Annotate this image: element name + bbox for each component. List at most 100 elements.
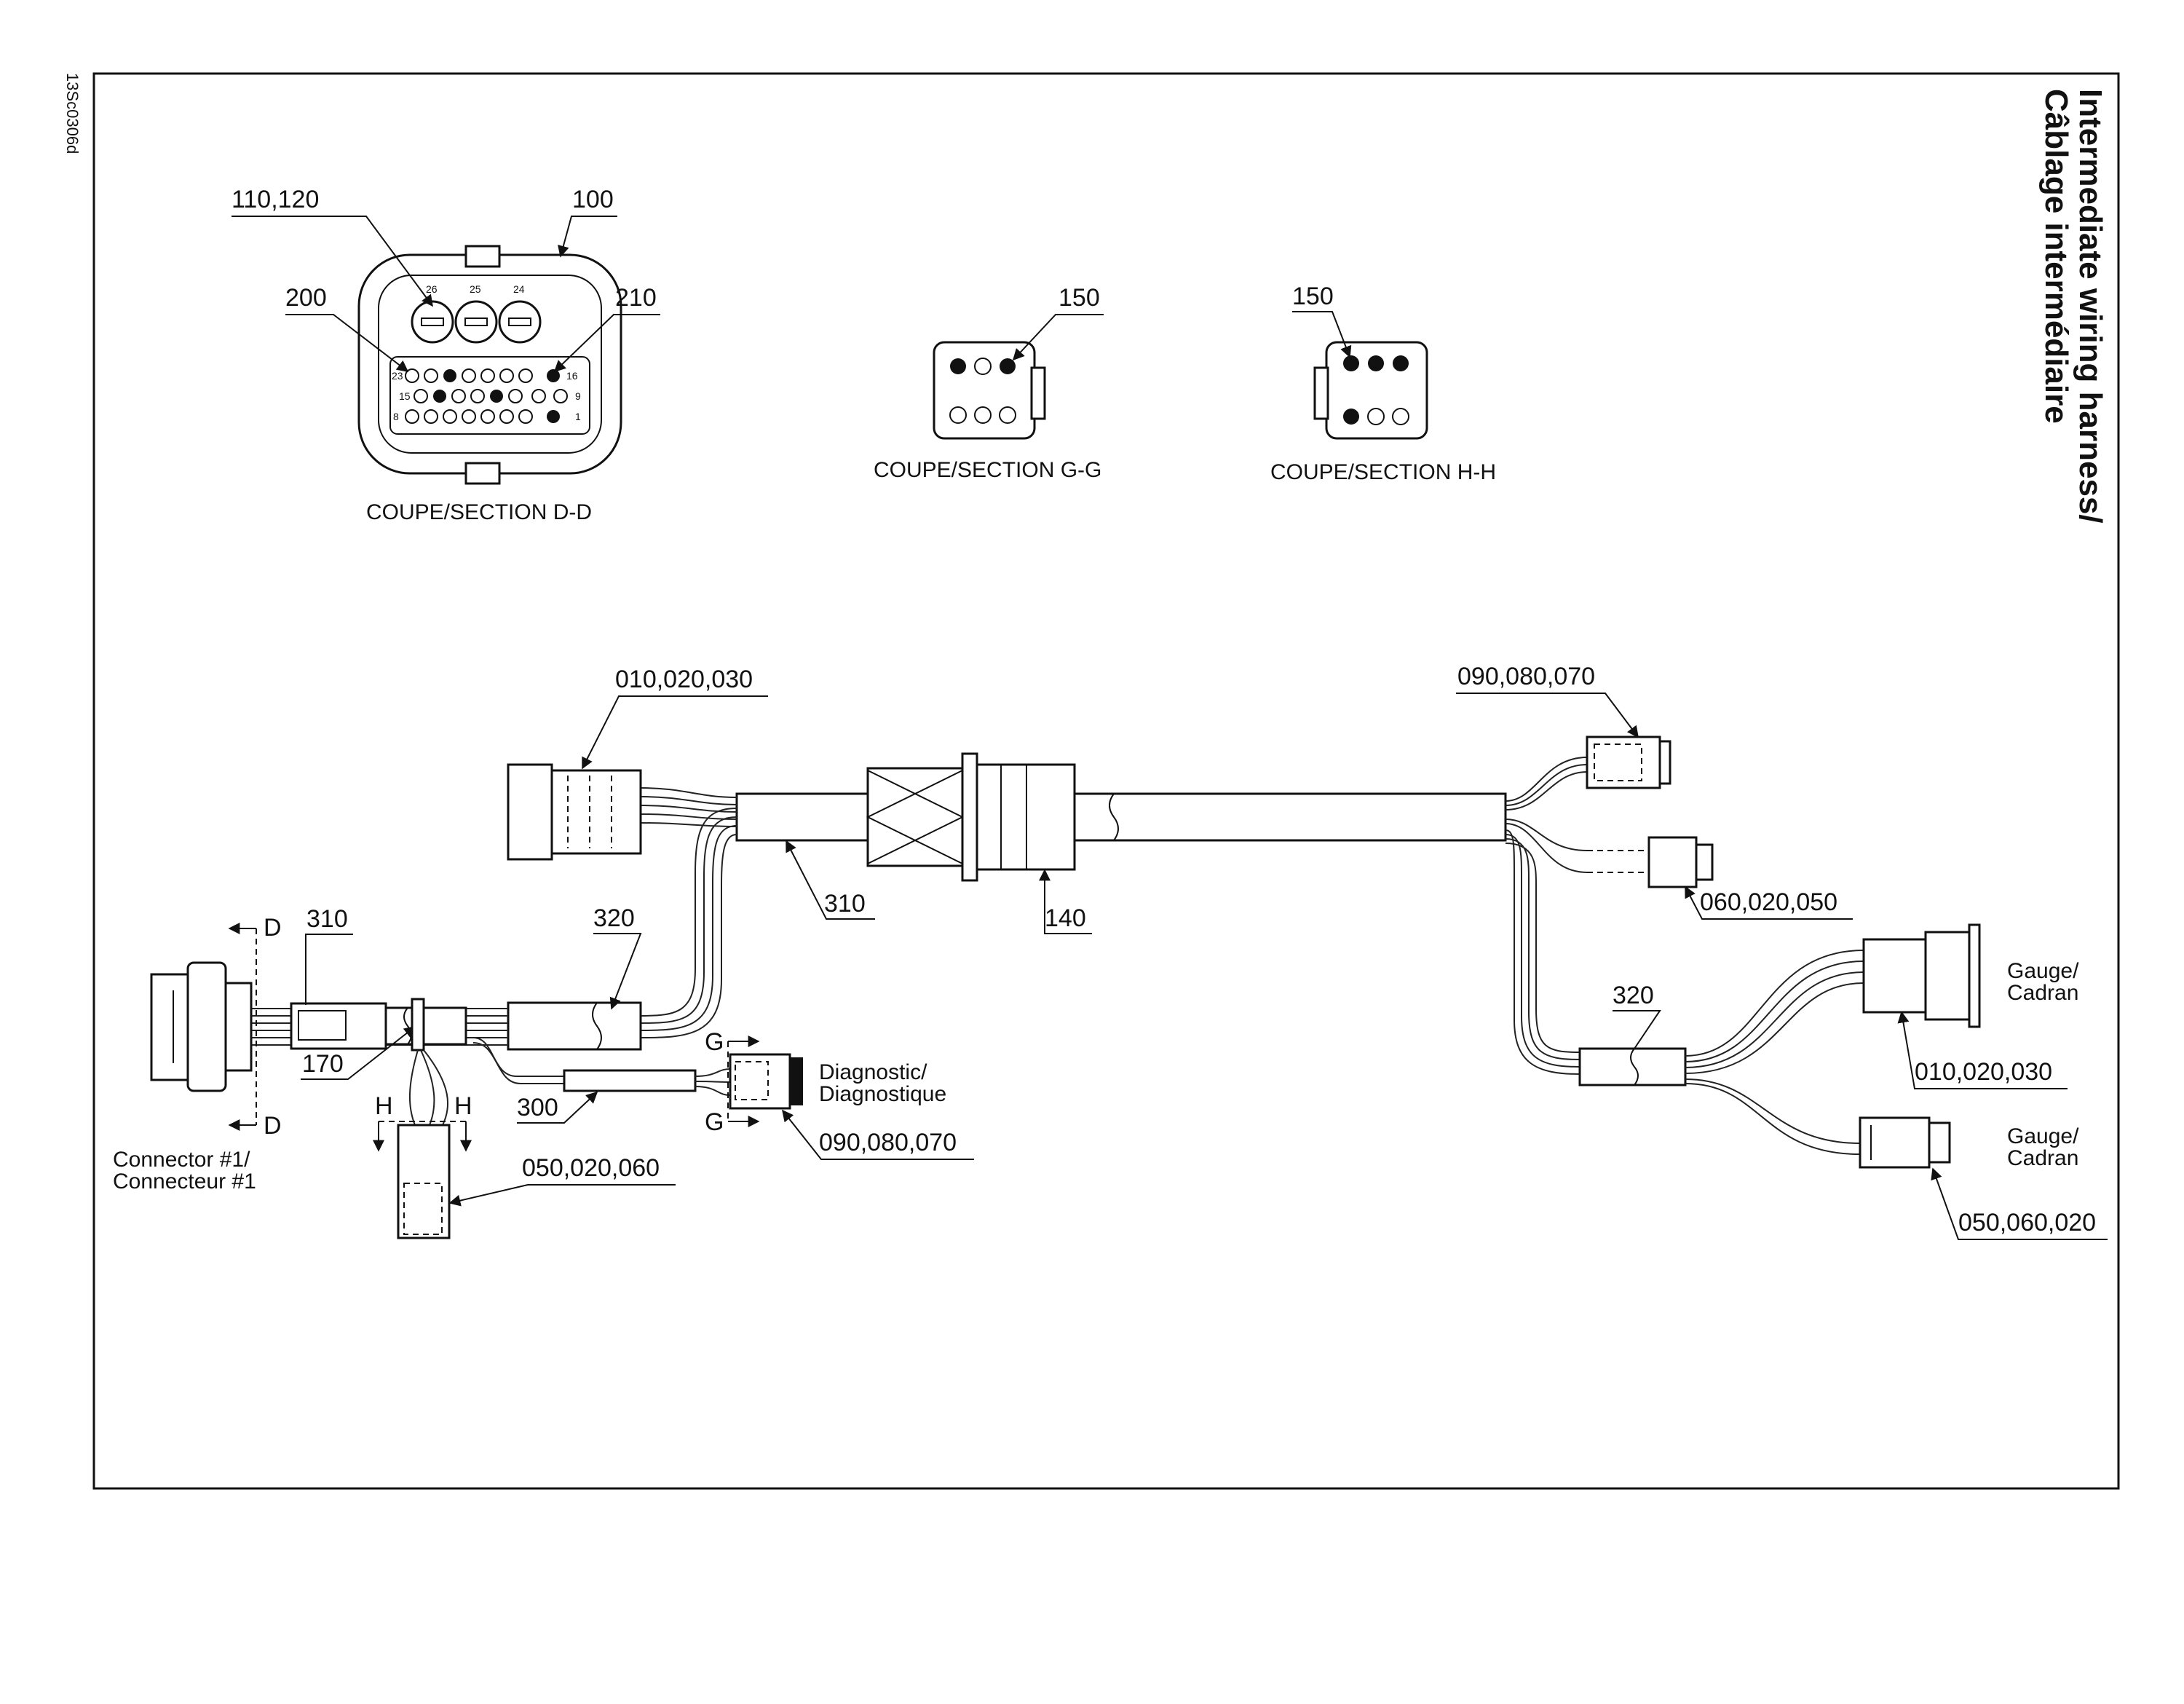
right-top-connector [1586, 735, 1671, 789]
callout-310-left: 310 [306, 905, 348, 933]
leader-320-right [1613, 1010, 1661, 1049]
leader-300 [517, 1091, 598, 1124]
gauge-1-connector [1862, 923, 1981, 1028]
gauge-2-connector [1859, 1116, 1951, 1169]
leader-320-left [593, 933, 642, 1010]
section-d-pin-row-3 [405, 409, 560, 424]
callout-gauge-2-connector: 050,060,020 [1958, 1209, 2096, 1236]
section-d-pin-row-1 [405, 368, 560, 383]
callout-310-main: 310 [824, 890, 866, 918]
callout-140: 140 [1045, 904, 1086, 932]
section-d-cut-line [228, 923, 257, 1131]
section-g-latch [1030, 366, 1046, 420]
bulkhead-connector-140 [866, 752, 1076, 882]
gauge-2-label-fr: Cadran [2007, 1146, 2078, 1170]
left-top-connector [507, 763, 642, 861]
gauge-2-label-en: Gauge/ [2007, 1124, 2079, 1148]
main-trunk-left [735, 792, 869, 842]
callout-150-h: 150 [1292, 283, 1334, 310]
wires-to-gauge-1 [1685, 950, 1864, 1074]
section-g-marker-top: G [705, 1028, 724, 1056]
section-d-housing-inner [378, 275, 602, 454]
callout-320-left: 320 [593, 904, 635, 932]
connector-1-label-fr: Connecteur #1 [113, 1169, 256, 1194]
callout-right-mid-connector: 060,020,050 [1700, 888, 1837, 916]
right-mid-connector [1647, 836, 1714, 888]
leader-140 [1039, 869, 1092, 934]
leader-diagnostic-connector [782, 1109, 974, 1160]
callout-300: 300 [517, 1094, 558, 1121]
section-d-marker-bottom: D [264, 1112, 282, 1140]
callout-bottom-connector: 050,020,060 [522, 1154, 660, 1182]
leader-right-mid-connector [1685, 885, 1853, 920]
harness: 010,020,030 [113, 663, 2108, 1240]
callout-200: 200 [285, 284, 327, 312]
section-d-cavity-24 [498, 300, 542, 344]
main-trunk-right [1073, 792, 1507, 842]
section-d-terminal-24 [508, 317, 531, 326]
callout-110-120: 110,120 [232, 186, 319, 213]
trunk-break [1109, 793, 1119, 841]
drawing-frame [92, 72, 2120, 1490]
left-trunk-label-box [298, 1010, 347, 1041]
section-d-terminal-26 [421, 317, 444, 326]
title-line-2: Câblage intermédiaire [2038, 89, 2074, 424]
pin-label-15: 15 [399, 390, 411, 402]
pin-label-23: 23 [392, 370, 403, 382]
callout-left-top-connector: 010,020,030 [615, 666, 753, 693]
section-g-marker-bottom: G [705, 1108, 724, 1136]
wires-to-gauge-2 [1685, 1078, 1861, 1155]
section-g-g: 150 COUPE/SECTION G-G [874, 284, 1104, 482]
wires-to-right-top-connector [1505, 757, 1588, 810]
pin-label-8: 8 [393, 411, 399, 422]
right-sleeve-break [1630, 1048, 1639, 1086]
pin-label-26: 26 [426, 283, 438, 295]
gauge-1-label-fr: Cadran [2007, 981, 2078, 1005]
left-trunk-break [592, 1002, 602, 1050]
leader-200 [285, 314, 409, 372]
bottom-branch [397, 998, 451, 1239]
right-sleeve-320 [1578, 1047, 1687, 1086]
section-d-cavity-25 [454, 300, 498, 344]
leader-210 [553, 314, 660, 373]
title-block: Intermediate wiring harness/ Câblage int… [2038, 89, 2108, 524]
section-h-marker-right: H [454, 1092, 472, 1120]
section-d-cavity-26 [411, 300, 454, 344]
leader-gauge-1-connector [1897, 1011, 2068, 1089]
section-g-cavities [949, 358, 1016, 424]
diagnostic-connector [729, 1053, 791, 1110]
callout-210: 210 [615, 284, 657, 312]
leader-100 [558, 216, 617, 258]
section-d-caption: COUPE/SECTION D-D [366, 500, 592, 524]
pin-label-24: 24 [513, 283, 525, 295]
callout-gauge-1-connector: 010,020,030 [1915, 1058, 2052, 1086]
diagnostic-label-en: Diagnostic/ [819, 1060, 927, 1084]
section-h-caption: COUPE/SECTION H-H [1270, 460, 1496, 484]
leader-right-top-connector [1456, 693, 1639, 738]
leader-310-main [786, 840, 875, 920]
callout-right-top-connector: 090,080,070 [1457, 663, 1595, 690]
callout-170: 170 [302, 1050, 344, 1078]
section-d-pin-row-2 [414, 389, 568, 403]
left-trunk-tube [507, 1001, 642, 1051]
diagnostic-sleeve-300 [563, 1069, 697, 1092]
callout-150-g: 150 [1059, 284, 1100, 312]
wires-to-left-top-connector [640, 787, 737, 827]
wires-down-right [1505, 829, 1580, 1075]
diagnostic-branch [472, 1037, 803, 1110]
connector-1-label-en: Connector #1/ [113, 1148, 250, 1172]
section-d-marker-top: D [264, 914, 282, 942]
section-h-cut-line [373, 1121, 472, 1152]
leader-110-120 [232, 216, 433, 307]
title-line-1: Intermediate wiring harness/ [2073, 89, 2108, 524]
callout-320-right: 320 [1613, 982, 1654, 1009]
section-d-latch-bottom [464, 462, 501, 485]
section-d-d: 26 25 24 23 16 15 9 8 1 110,120 [232, 186, 660, 524]
section-d-latch-top [464, 245, 501, 268]
leader-bottom-connector [448, 1184, 676, 1207]
section-h-latch [1313, 366, 1329, 420]
pin-label-25: 25 [470, 283, 481, 295]
wires-down-to-connector-1 [640, 808, 737, 1038]
section-g-cut-line [727, 1036, 760, 1127]
section-d-terminal-25 [464, 317, 488, 326]
